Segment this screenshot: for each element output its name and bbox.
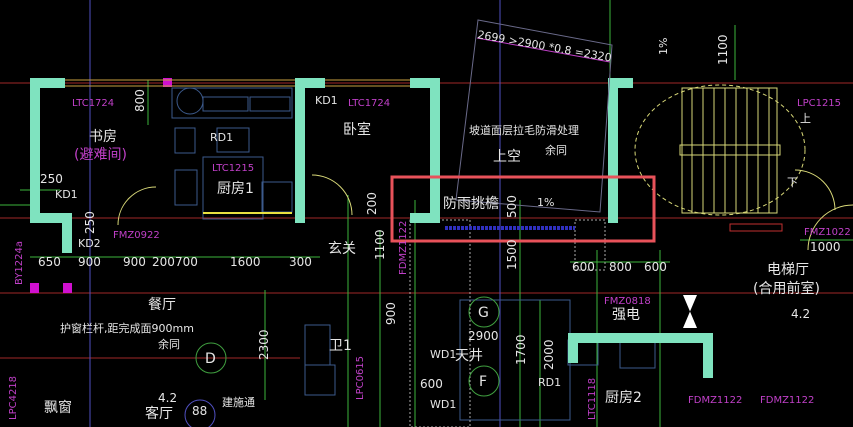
dim: 1600 [230, 255, 261, 269]
equipment-tag: KD2 [78, 237, 101, 250]
door-tag: FDMZ1122 [398, 221, 409, 275]
dim: 600 [420, 377, 443, 391]
formula-note: 2699 >2900 *0.8 =2320 [476, 28, 612, 64]
dim: 500 [505, 195, 519, 218]
dim: 1700 [514, 334, 528, 365]
axis-label: F [479, 374, 487, 390]
equipment-tag: KD1 [315, 94, 338, 107]
window-tag: LPC4218 [8, 376, 19, 420]
fixture-lines [171, 87, 656, 421]
room-label: 防雨挑檐 [443, 196, 499, 212]
elevation-mark: 4.2 [158, 391, 177, 405]
dim: 600 [572, 260, 595, 274]
room-label: 卧室 [343, 121, 371, 138]
columns [30, 78, 172, 293]
note: 建施通 [222, 395, 255, 409]
dim: 900 [78, 255, 101, 269]
equipment-tag: WD1 [430, 348, 456, 361]
dim: 2900 [468, 329, 499, 343]
room-label: 卫1 [329, 338, 352, 354]
note: 余同 [545, 143, 567, 157]
dim: 1100 [373, 229, 387, 260]
room-label: 餐厅 [148, 297, 176, 313]
room-label: (避难间) [74, 147, 127, 163]
elevation-mark: 4.2 [791, 307, 810, 321]
red-marker [729, 223, 783, 232]
door-tag: FMZ0818 [604, 296, 651, 307]
dim: 200 [365, 192, 379, 215]
window-tag: LTC1118 [587, 378, 598, 420]
dim: 900 [384, 302, 398, 325]
dim: 300 [289, 255, 312, 269]
equipment-tag: RD1 [210, 131, 233, 144]
dim: 2000 [542, 339, 556, 370]
dim: 650 [38, 255, 61, 269]
window-tag: BY1224a [14, 241, 25, 285]
window-tag: LTC1215 [212, 163, 254, 174]
dim: 900 [123, 255, 146, 269]
dim: 200 [152, 255, 175, 269]
room-label: 电梯厅 [767, 262, 809, 278]
note: 坡道面层拉毛防滑处理 [469, 123, 579, 137]
room-label: 玄关 [328, 240, 356, 257]
note: 下 [787, 176, 798, 189]
room-label: 天井 [455, 348, 483, 364]
door-tag: FMZ1022 [804, 227, 851, 238]
room-label: 厨房2 [605, 390, 642, 406]
equipment-tag: WD1 [430, 398, 456, 411]
elevator-symbol [683, 295, 697, 328]
door-tag: FDMZ1122 [760, 395, 814, 406]
room-label: 飘窗 [44, 399, 72, 416]
highlight-box[interactable] [390, 175, 656, 243]
note: 护窗栏杆,距完成面900mm [60, 321, 194, 335]
room-label: 上空 [493, 149, 521, 165]
note: 上 [800, 112, 811, 125]
dim: 600 [644, 260, 667, 274]
room-label: (合用前室) [753, 280, 820, 297]
window-lines [65, 19, 613, 230]
note: 余同 [158, 337, 180, 351]
room-label: 厨房1 [217, 181, 254, 197]
dim: 88 [192, 404, 207, 418]
walls [30, 78, 713, 378]
dim: 2300 [257, 329, 271, 360]
dim: 800 [609, 260, 632, 274]
dimension-row: 650 900 900 200 700 1600 300 600 800 600 [38, 255, 667, 274]
dim: 800 [133, 89, 147, 112]
window-tag: LPC1215 [797, 98, 841, 109]
window-tag: LPC0615 [355, 356, 366, 400]
dim: 250 [83, 211, 97, 234]
dim: 1100 [716, 34, 730, 65]
slope-label: 1% [537, 196, 554, 209]
room-label: 强电 [612, 307, 640, 323]
slope-label: 1% [657, 38, 670, 55]
window-tag: LTC1724 [348, 98, 390, 109]
dim: 1000 [810, 240, 841, 254]
door-tag: FMZ0922 [113, 230, 160, 241]
blue-axis [89, 0, 501, 427]
room-label: 客厅 [145, 405, 173, 422]
room-label: 书房 [89, 129, 117, 145]
axis-label: D [205, 351, 216, 367]
axis-label: G [478, 305, 489, 321]
dim: 700 [175, 255, 198, 269]
axis-circles [184, 296, 500, 427]
dim: 250 [40, 172, 63, 186]
window-tag: LTC1724 [72, 98, 114, 109]
dim: 1500 [505, 239, 519, 270]
equipment-tag: RD1 [538, 376, 561, 389]
equipment-tag: KD1 [55, 188, 78, 201]
door-tag: FDMZ1122 [688, 395, 742, 406]
